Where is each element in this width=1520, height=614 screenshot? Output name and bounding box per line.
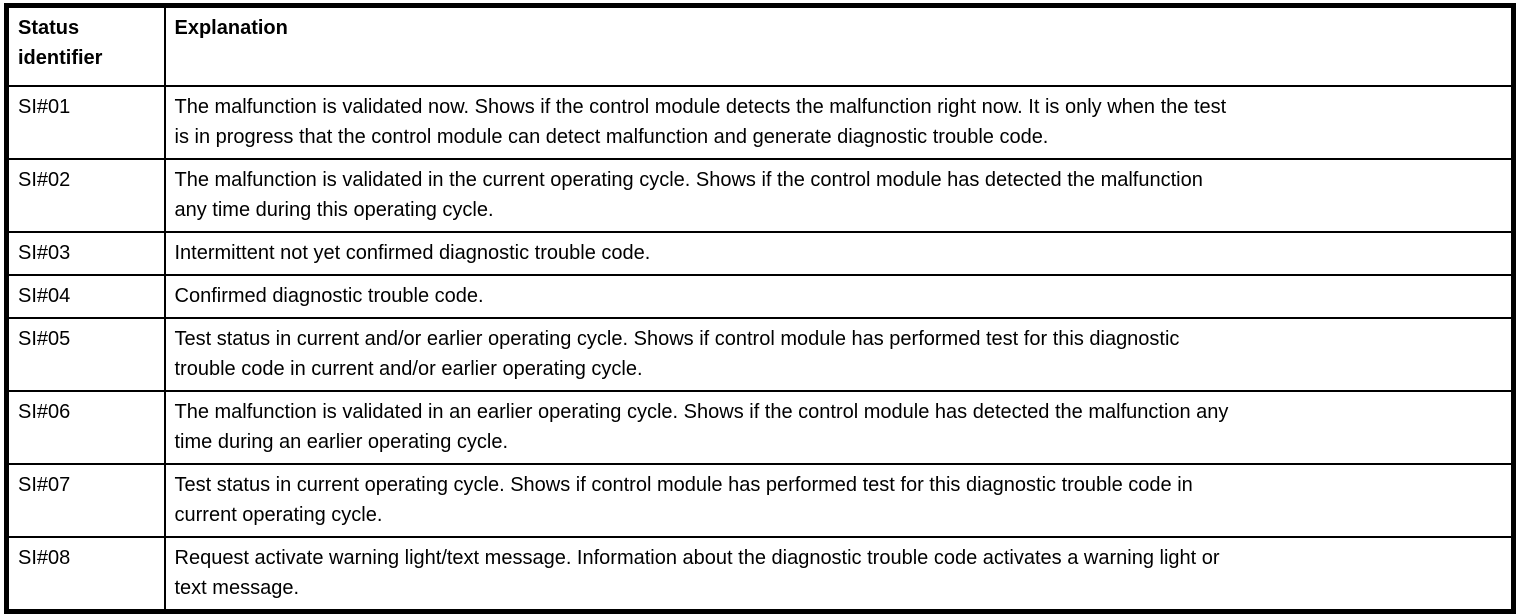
table-row: SI#01 The malfunction is validated now. … [4, 85, 1516, 160]
table-row: SI#08 Request activate warning light/tex… [4, 536, 1516, 614]
status-identifier-cell: SI#04 [4, 274, 166, 319]
status-identifier-cell: SI#07 [4, 463, 166, 538]
table-row: SI#02 The malfunction is validated in th… [4, 158, 1516, 233]
table-header-row: Status identifier Explanation [4, 3, 1516, 87]
explanation-cell: Confirmed diagnostic trouble code. [163, 274, 1516, 319]
status-identifier-cell: SI#05 [4, 317, 166, 392]
status-identifier-table: Status identifier Explanation SI#01 The … [4, 3, 1516, 614]
table-row: SI#06 The malfunction is validated in an… [4, 390, 1516, 465]
explanation-cell: The malfunction is validated in the curr… [163, 158, 1516, 233]
column-header-explanation: Explanation [163, 3, 1516, 87]
table-row: SI#07 Test status in current operating c… [4, 463, 1516, 538]
explanation-cell: The malfunction is validated in an earli… [163, 390, 1516, 465]
column-header-status-identifier: Status identifier [4, 3, 166, 87]
status-identifier-cell: SI#03 [4, 231, 166, 276]
status-identifier-cell: SI#08 [4, 536, 166, 614]
table-row: SI#04 Confirmed diagnostic trouble code. [4, 274, 1516, 319]
explanation-cell: Test status in current operating cycle. … [163, 463, 1516, 538]
table-row: SI#03 Intermittent not yet confirmed dia… [4, 231, 1516, 276]
status-identifier-cell: SI#01 [4, 85, 166, 160]
status-identifier-cell: SI#06 [4, 390, 166, 465]
explanation-cell: Test status in current and/or earlier op… [163, 317, 1516, 392]
explanation-cell: Intermittent not yet confirmed diagnosti… [163, 231, 1516, 276]
explanation-cell: Request activate warning light/text mess… [163, 536, 1516, 614]
status-identifier-cell: SI#02 [4, 158, 166, 233]
explanation-cell: The malfunction is validated now. Shows … [163, 85, 1516, 160]
table-row: SI#05 Test status in current and/or earl… [4, 317, 1516, 392]
